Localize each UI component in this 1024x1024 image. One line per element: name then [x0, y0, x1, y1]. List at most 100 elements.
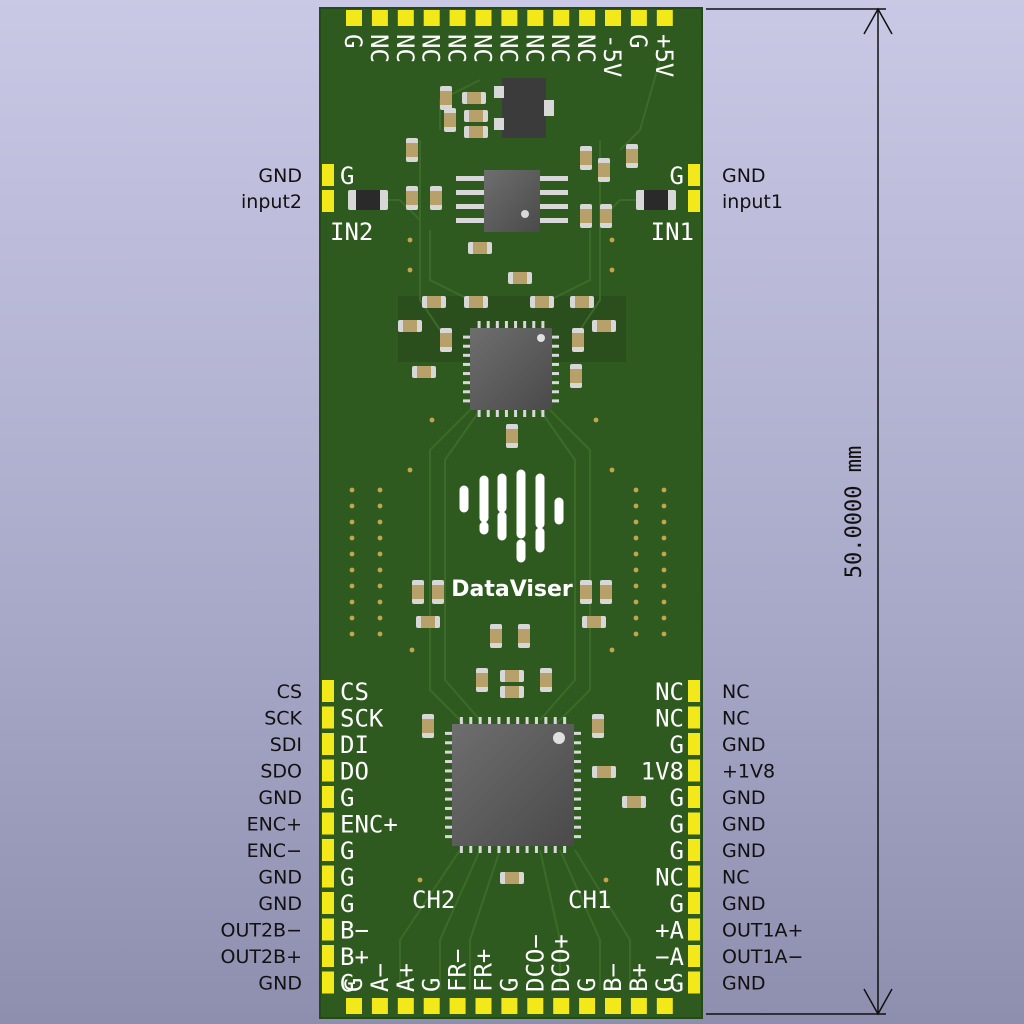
top-pad — [449, 10, 466, 26]
bottom-pad — [449, 998, 466, 1014]
silk-in2-g: G — [340, 162, 354, 190]
left-header-ext-label: SCK — [264, 708, 302, 730]
right-header-pad — [688, 865, 700, 888]
dimension-label: 50.0000 mm — [842, 446, 867, 578]
silk-in1-g: G — [670, 162, 684, 190]
bottom-pin-label: B− — [599, 963, 627, 992]
left-header-silk-label: CS — [340, 678, 369, 706]
right-header-pad — [688, 759, 700, 782]
right-header: NCNCNCNCGNDG+1V81V8GNDGGNDGGNDGNCNCGNDGO… — [641, 678, 804, 998]
bottom-pad — [630, 998, 647, 1014]
input-left-gnd-label: GND — [258, 165, 302, 187]
left-header-ext-label: ENC+ — [247, 814, 302, 836]
left-header-pad — [322, 918, 334, 941]
waveform-logo-icon — [459, 469, 564, 563]
right-header-ext-label: GND — [722, 840, 766, 862]
right-header-pad — [688, 971, 700, 994]
top-pin-label: NC — [443, 34, 471, 63]
left-header-pad — [322, 945, 334, 967]
input-right-connector: GND input1 G IN1 — [651, 162, 783, 246]
right-header-pad — [688, 706, 700, 729]
right-header-ext-label: GND — [722, 973, 766, 995]
left-header-pad — [322, 759, 334, 782]
right-header-silk-label: 1V8 — [641, 758, 684, 786]
input-left-connector: GND input2 G IN2 — [241, 162, 373, 246]
dimension-annotation — [706, 7, 893, 1016]
left-header-silk-label: B− — [340, 917, 369, 945]
bottom-pad — [605, 998, 621, 1014]
logo-text: DataViser — [451, 577, 573, 602]
bottom-pad — [423, 998, 440, 1014]
top-pin-label: -5V — [598, 34, 626, 77]
left-header-ext-label: GND — [258, 867, 302, 889]
right-header-pad — [688, 812, 700, 835]
right-header-silk-label: NC — [655, 864, 684, 892]
bottom-pad — [501, 998, 518, 1014]
right-header-silk-label: G — [670, 890, 684, 918]
left-header-pad — [322, 733, 334, 755]
top-pin-label: G — [339, 34, 367, 48]
left-header-ext-label: SDI — [270, 734, 302, 756]
right-header-pad — [688, 892, 700, 914]
right-header-pad — [688, 733, 700, 755]
pcb-board-edge — [319, 7, 703, 1019]
top-pad — [605, 10, 621, 26]
bottom-connector — [346, 998, 673, 1014]
input-right-gnd-label: GND — [722, 165, 766, 187]
left-header-ext-label: CS — [277, 681, 302, 703]
voltage-regulator — [494, 78, 554, 138]
pcb-board — [320, 8, 702, 1018]
copper-traces — [360, 59, 662, 990]
top-pin-label: NC — [572, 34, 600, 63]
bottom-pad — [475, 998, 492, 1014]
top-pin-label: NC — [469, 34, 497, 63]
left-header-silk-label: DO — [340, 758, 369, 786]
left-header-silk-label: ENC+ — [340, 811, 398, 839]
right-header-ext-label: GND — [722, 893, 766, 915]
passive-components — [348, 86, 676, 884]
right-header-ext-label: OUT1A− — [722, 946, 803, 968]
top-pin-label: NC — [391, 34, 419, 63]
top-pad — [423, 10, 440, 26]
left-header-silk-label: G — [340, 864, 354, 892]
top-pin-label: +5V — [650, 34, 678, 77]
bottom-pin-label: G — [340, 978, 368, 992]
left-header-ext-label: OUT2B+ — [220, 946, 302, 968]
top-pad — [579, 10, 596, 26]
via-field — [349, 237, 667, 883]
left-header-ext-label: OUT2B− — [220, 920, 302, 942]
top-pin-label: NC — [494, 34, 522, 63]
right-header-ext-label: NC — [722, 708, 749, 730]
silk-in1: IN1 — [651, 218, 694, 246]
right-header-pad — [688, 680, 700, 702]
right-header-silk-label: G — [670, 970, 684, 998]
right-header-silk-label: +A — [655, 917, 684, 945]
left-header-silk-label: B+ — [340, 943, 369, 971]
top-pad — [553, 10, 570, 26]
bottom-pin-label: G — [495, 978, 523, 992]
right-header-silk-label: G — [670, 837, 684, 865]
top-pad — [656, 10, 673, 26]
top-pad — [475, 10, 492, 26]
bottom-pad — [553, 998, 570, 1014]
right-header-ext-label: GND — [722, 734, 766, 756]
left-header-pad — [322, 839, 334, 861]
bottom-pin-label: DCO+ — [547, 934, 575, 992]
bottom-pin-label: FR+ — [470, 949, 498, 992]
left-header-ext-label: ENC− — [247, 840, 302, 862]
left-header-pad — [322, 971, 334, 994]
right-header-silk-label: NC — [655, 705, 684, 733]
adc-chip — [445, 717, 581, 853]
top-pad — [397, 10, 414, 26]
top-pad — [527, 10, 544, 26]
bottom-pad — [656, 998, 673, 1014]
silk-in2: IN2 — [330, 218, 373, 246]
bottom-pad — [579, 998, 596, 1014]
right-header-ext-label: GND — [722, 814, 766, 836]
left-header-ext-label: SDO — [260, 761, 302, 783]
input-right-signal-label: input1 — [722, 191, 783, 213]
top-pin-label: NC — [417, 34, 445, 63]
left-header-pad — [322, 892, 334, 914]
